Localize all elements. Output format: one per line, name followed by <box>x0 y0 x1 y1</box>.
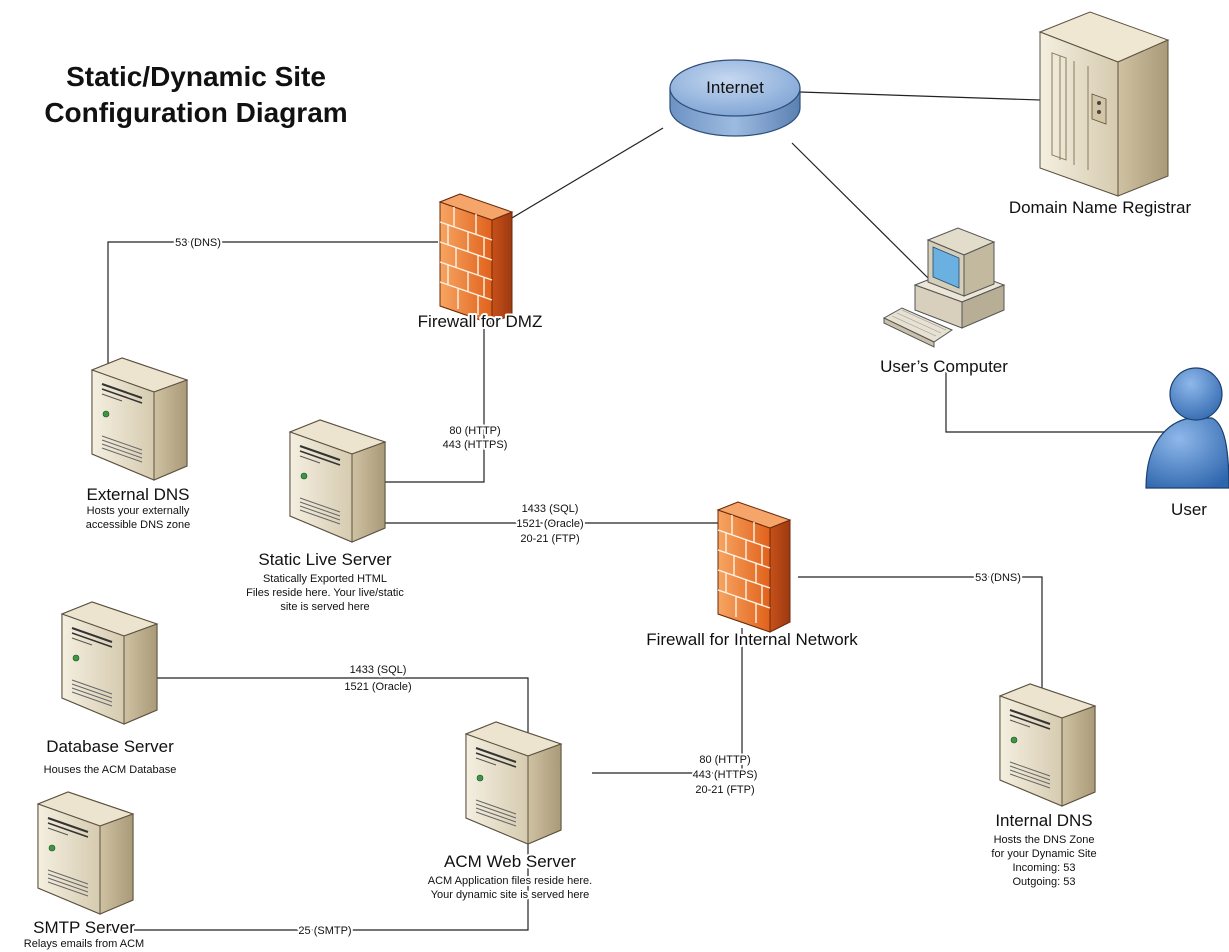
wire-firewall-dmz-external-dns <box>107 241 438 392</box>
connection-lines <box>104 91 1180 931</box>
static-live-server-node: Static Live Server Statically Exported H… <box>246 419 404 613</box>
wire-computer-user <box>945 365 1180 433</box>
port-label-acm-internal-1: 80 (HTTP) <box>699 754 750 766</box>
database-desc-1: Houses the ACM Database <box>44 764 177 776</box>
database-label: Database Server <box>46 737 174 756</box>
server-tower-icon <box>1038 11 1170 197</box>
external-dns-node: External DNS Hosts your externally acces… <box>86 357 191 531</box>
external-dns-label: External DNS <box>87 485 190 504</box>
firewall-dmz-label: Firewall for DMZ <box>418 312 543 331</box>
server-icon <box>37 791 134 915</box>
desktop-computer-icon <box>882 227 1006 348</box>
port-label-db-acm-1: 1433 (SQL) <box>350 664 407 676</box>
user-label: User <box>1171 500 1207 519</box>
port-label-dmz-static-1: 80 (HTTP) <box>449 425 500 437</box>
internal-dns-desc-1: Hosts the DNS Zone <box>994 834 1095 846</box>
wire-firewall-internal-acm-web <box>592 628 743 774</box>
smtp-desc-1: Relays emails from ACM <box>24 938 144 950</box>
port-label-smtp-acm: 25 (SMTP) <box>298 925 351 937</box>
external-dns-desc-1: Hosts your externally <box>87 505 190 517</box>
server-icon <box>999 683 1096 807</box>
port-label-db-acm-2: 1521 (Oracle) <box>344 681 411 693</box>
port-label-dmz-static-2: 443 (HTTPS) <box>443 439 508 451</box>
database-server-node: Database Server Houses the ACM Database <box>44 601 177 776</box>
static-live-desc-1: Statically Exported HTML <box>263 573 387 585</box>
port-label-acm-internal-3: 20-21 (FTP) <box>695 784 754 796</box>
server-icon <box>465 721 562 845</box>
internal-dns-label: Internal DNS <box>995 811 1092 830</box>
wire-firewall-internal-internal-dns <box>798 576 1043 690</box>
port-label-static-internal-3: 20-21 (FTP) <box>520 533 579 545</box>
internal-dns-node: Internal DNS Hosts the DNS Zone for your… <box>991 683 1097 888</box>
external-dns-desc-2: accessible DNS zone <box>86 519 191 531</box>
acm-web-desc-1: ACM Application files reside here. <box>428 875 592 887</box>
server-icon <box>289 419 386 543</box>
wire-firewall-dmz-static-live <box>381 325 485 483</box>
wire-internet-firewall-dmz <box>494 127 664 229</box>
users-computer-label: User’s Computer <box>880 357 1008 376</box>
internal-dns-desc-3: Incoming: 53 <box>1013 862 1076 874</box>
static-live-label: Static Live Server <box>258 550 392 569</box>
internet-node: Internet <box>669 59 801 137</box>
port-label-ext-dns: 53 (DNS) <box>175 237 221 249</box>
smtp-label: SMTP Server <box>33 918 135 937</box>
users-computer-node: User’s Computer <box>878 227 1010 378</box>
port-label-acm-internal-2: 443 (HTTPS) <box>693 769 758 781</box>
internal-dns-desc-2: for your Dynamic Site <box>991 848 1096 860</box>
smtp-server-node: SMTP Server Relays emails from ACM <box>24 791 144 950</box>
acm-web-desc-2: Your dynamic site is served here <box>431 889 590 901</box>
port-label-static-internal-1: 1433 (SQL) <box>522 503 579 515</box>
wire-smtp-acm-web <box>104 828 529 931</box>
port-label-int-dns: 53 (DNS) <box>975 572 1021 584</box>
user-node: User <box>1145 367 1229 519</box>
firewall-icon <box>439 193 513 325</box>
port-label-static-internal-2: 1521 (Oracle) <box>516 518 583 530</box>
cloud-network-icon <box>669 59 801 137</box>
diagram-title-line1: Static/Dynamic Site <box>66 61 326 92</box>
static-live-desc-3: site is served here <box>280 601 369 613</box>
acm-web-label: ACM Web Server <box>444 852 576 871</box>
server-icon <box>61 601 158 725</box>
registrar-node: Domain Name Registrar <box>1009 11 1192 217</box>
port-labels: 53 (DNS) 80 (HTTP) 443 (HTTPS) 1433 (SQL… <box>173 235 1023 939</box>
person-icon <box>1145 367 1229 489</box>
firewall-icon <box>717 501 791 633</box>
internet-label: Internet <box>706 78 764 97</box>
firewall-internal-label: Firewall for Internal Network <box>646 630 858 649</box>
static-live-desc-2: Files reside here. Your live/static <box>246 587 404 599</box>
firewall-internal-node: Firewall for Internal Network <box>644 501 860 651</box>
server-icon <box>91 357 188 481</box>
wire-internet-users-computer <box>791 142 929 279</box>
firewall-dmz-node: Firewall for DMZ <box>416 193 544 333</box>
diagram-title-line2: Configuration Diagram <box>44 97 347 128</box>
internal-dns-desc-4: Outgoing: 53 <box>1013 876 1076 888</box>
acm-web-server-node: ACM Web Server ACM Application files res… <box>426 721 594 903</box>
registrar-label: Domain Name Registrar <box>1009 198 1192 217</box>
